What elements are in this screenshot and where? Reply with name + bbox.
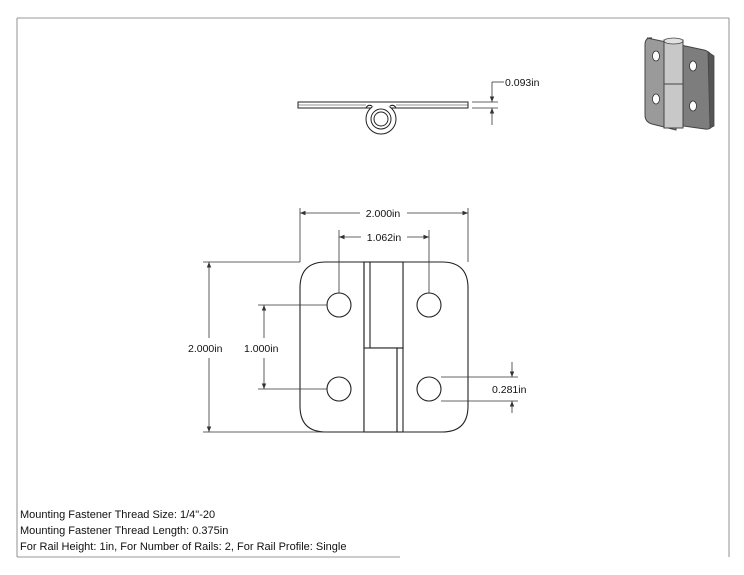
front-view	[299, 261, 469, 433]
note-thread-length: Mounting Fastener Thread Length: 0.375in	[20, 525, 229, 537]
top-view	[297, 101, 469, 135]
hole-spacing-horizontal-label: 1.062in	[367, 232, 402, 244]
overall-height-label: 2.000in	[188, 343, 223, 355]
hole-diameter-dimension	[441, 362, 518, 413]
hole-top-right	[416, 292, 442, 318]
knuckle-upper	[369, 261, 404, 349]
thickness-dimension	[472, 81, 504, 125]
overall-height-dimension	[203, 261, 326, 433]
isometric-view	[644, 37, 715, 131]
note-rail-spec: For Rail Height: 1in, For Number of Rail…	[20, 541, 347, 553]
overall-width-label: 2.000in	[366, 208, 401, 220]
note-thread-size: Mounting Fastener Thread Size: 1/4"-20	[20, 509, 216, 521]
hole-diameter-label: 0.281in	[492, 384, 527, 396]
knuckle-lower	[363, 347, 398, 433]
hole-bottom-right	[416, 376, 442, 402]
overall-width-dimension	[299, 208, 469, 262]
right-leaf	[402, 261, 469, 433]
hole-spacing-vertical-dimension	[258, 304, 327, 390]
thickness-label: 0.093in	[505, 77, 540, 89]
sheet-border	[16, 17, 730, 558]
hole-spacing-vertical-label: 1.000in	[244, 343, 279, 355]
hole-top-left	[326, 292, 352, 318]
hole-spacing-horizontal-dimension	[338, 230, 430, 293]
hole-bottom-left	[326, 376, 352, 402]
left-leaf	[299, 261, 365, 433]
